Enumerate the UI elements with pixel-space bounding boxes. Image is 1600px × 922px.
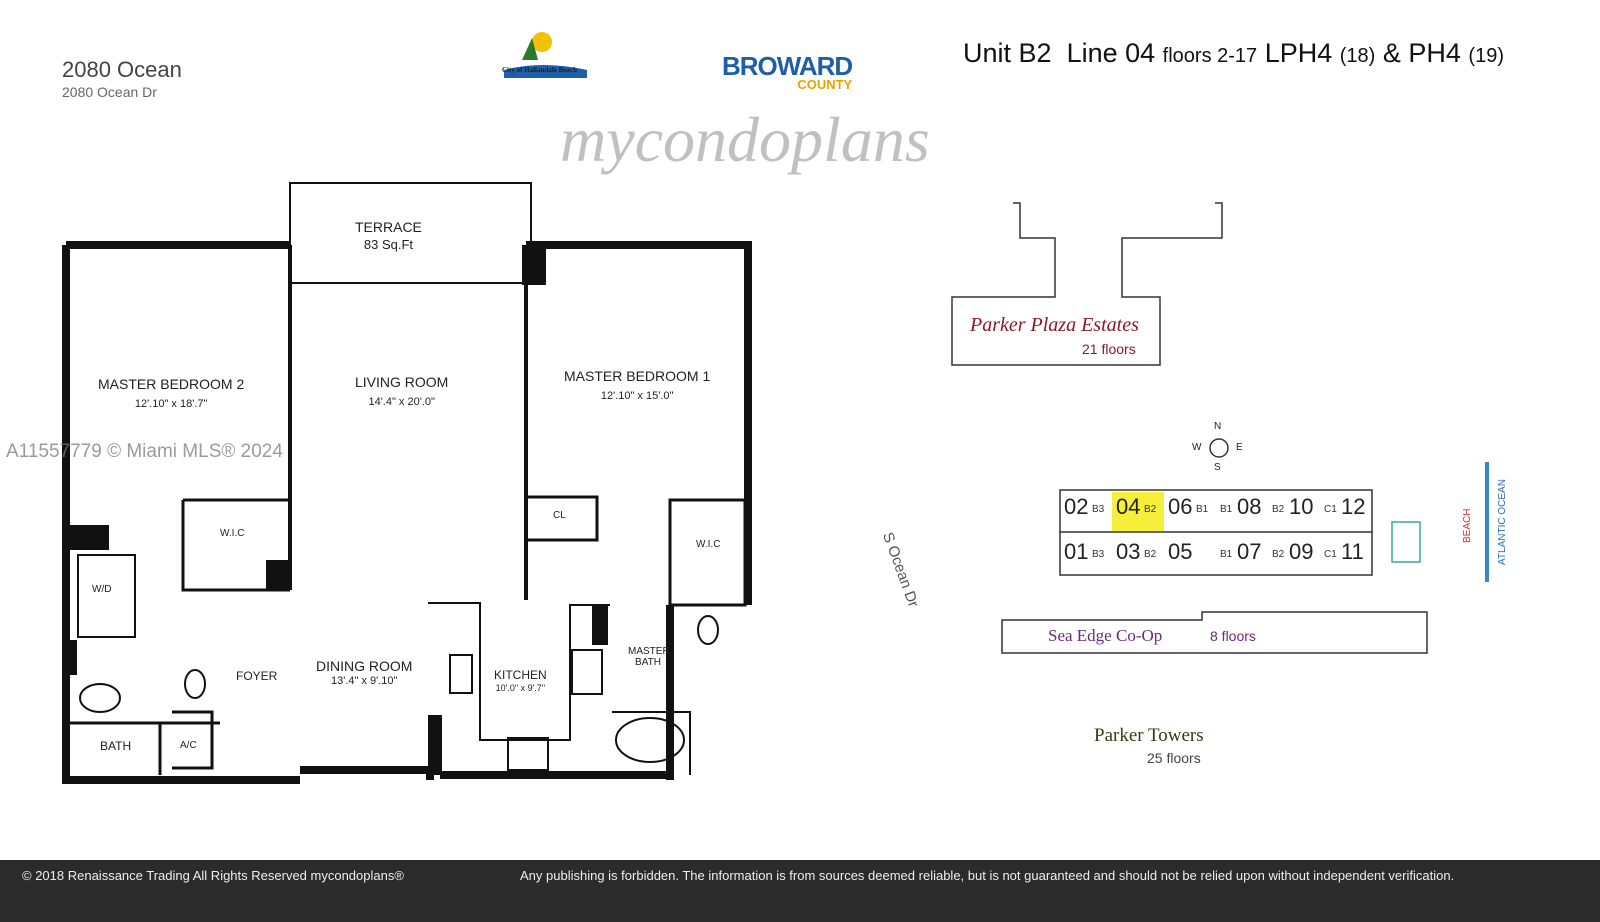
ocean-label: ATLANTIC OCEAN: [1497, 479, 1508, 565]
unit-number: 04: [1116, 494, 1141, 519]
ph-floor: (19): [1468, 45, 1504, 67]
compass-n: N: [1214, 421, 1222, 432]
unit-type: B3: [1092, 504, 1105, 515]
ac-label: A/C: [180, 740, 197, 751]
lph-label: LPH4: [1264, 38, 1333, 68]
wic-left-label: W.I.C: [220, 528, 245, 539]
footer: © 2018 Renaissance Trading All Rights Re…: [0, 860, 1600, 922]
foyer-label: FOYER: [236, 669, 278, 683]
hallandale-logo-text: City of Hallandale Beach: [502, 66, 577, 74]
unit-type: C1: [1324, 504, 1337, 515]
unit-number: 08: [1237, 494, 1262, 519]
broward-logo: BROWARD COUNTY: [722, 51, 853, 92]
unit-number: 06: [1168, 494, 1193, 519]
unit-title: Unit B2 Line 04 floors 2-17 LPH4 (18) & …: [963, 38, 1504, 69]
unit-number: 09: [1289, 539, 1314, 564]
unit-number: 10: [1289, 494, 1314, 519]
parker-towers-floors: 25 floors: [1147, 750, 1201, 766]
mls-watermark: A11557779 © Miami MLS® 2024: [6, 441, 283, 462]
unit-label: Unit B2: [963, 38, 1052, 68]
broward-logo-top: BROWARD: [722, 51, 853, 81]
parker-plaza-name: Parker Plaza Estates: [970, 314, 1139, 336]
unit-type: B2: [1272, 549, 1285, 560]
hallandale-logo: City of Hallandale Beach: [502, 30, 587, 82]
lph-floor: (18): [1339, 45, 1376, 67]
footer-disclaimer: Any publishing is forbidden. The informa…: [520, 868, 1455, 883]
unit-type: B1: [1196, 504, 1209, 515]
floor-plan-walls: [62, 182, 752, 784]
beach-label: BEACH: [1462, 508, 1473, 543]
building-name: 2080 Ocean: [62, 57, 182, 82]
amp: &: [1382, 38, 1401, 68]
wic-right-label: W.I.C: [696, 539, 721, 550]
line-label: Line 04: [1066, 38, 1156, 68]
unit-type: B1: [1220, 504, 1233, 515]
unit-type: B3: [1092, 549, 1105, 560]
unit-type: B2: [1272, 504, 1285, 515]
compass-s: S: [1214, 462, 1221, 473]
sea-edge-name: Sea Edge Co-Op: [1048, 626, 1163, 645]
compass-e: E: [1236, 442, 1243, 453]
bath-label: BATH: [100, 739, 132, 753]
unit-number: 03: [1116, 539, 1141, 564]
parker-plaza-floors: 21 floors: [1082, 341, 1136, 357]
site-plan-outlines: [951, 202, 1489, 654]
unit-number: 12: [1341, 494, 1366, 519]
ph-label: PH4: [1408, 38, 1461, 68]
unit-number: 02: [1064, 494, 1089, 519]
unit-type: B2: [1144, 504, 1157, 515]
sea-edge-floors: 8 floors: [1210, 628, 1256, 644]
unit-type: B2: [1144, 549, 1157, 560]
unit-number: 07: [1237, 539, 1262, 564]
building-address: 2080 Ocean Dr: [62, 84, 157, 100]
unit-number: 01: [1064, 539, 1089, 564]
footer-copyright: © 2018 Renaissance Trading All Rights Re…: [22, 868, 404, 883]
washer-dryer-label: W/D: [92, 584, 112, 595]
brand-watermark: mycondoplans: [560, 104, 930, 175]
compass-w: W: [1192, 442, 1202, 453]
unit-type: B1: [1220, 549, 1233, 560]
unit-type: C1: [1324, 549, 1337, 560]
closet-label: CL: [553, 510, 566, 521]
master-bath-label: MASTER BATH: [628, 646, 670, 668]
floors-label: floors 2-17: [1162, 45, 1258, 67]
unit-number: 11: [1341, 539, 1364, 564]
parker-towers-name: Parker Towers: [1094, 725, 1204, 746]
unit-number: 05: [1168, 539, 1193, 564]
broward-logo-bottom: COUNTY: [797, 77, 853, 92]
